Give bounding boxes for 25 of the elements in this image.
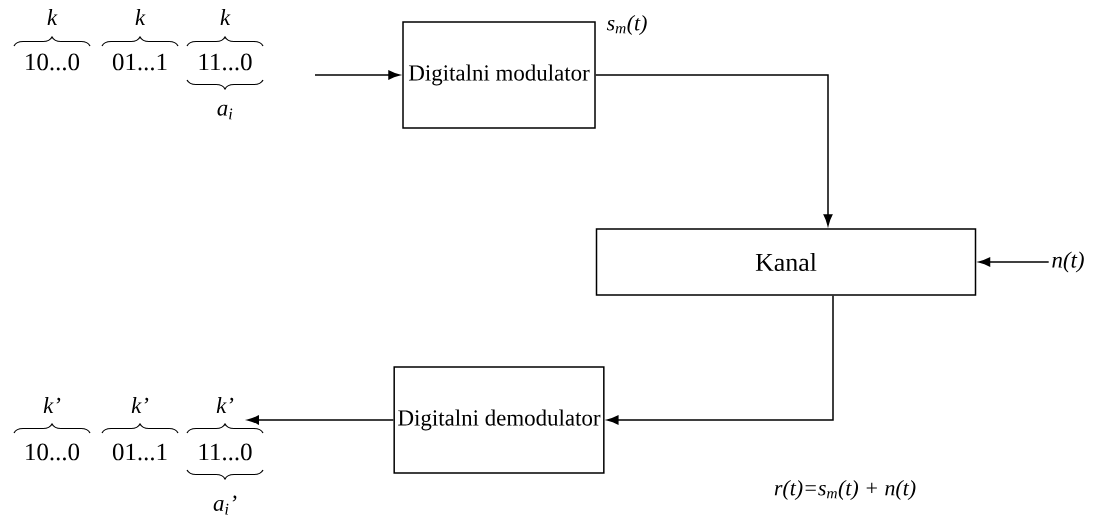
bit-sequence: 11...0 [199, 53, 252, 71]
demodulator-box: Digitalni demodulator [393, 366, 605, 474]
bit-sequence: 01...1 [112, 443, 167, 461]
arrow [978, 257, 1050, 267]
modulator-box: Digitalni modulator [402, 21, 596, 129]
channel-box: Kanal [595, 228, 977, 296]
bit-sequence: 10...0 [26, 53, 80, 71]
bit-sequence: 01...1 [112, 53, 167, 71]
bit-count-label: k’ [131, 397, 149, 413]
bit-count-label: k [47, 9, 58, 25]
bit-sequence: 11...0 [199, 443, 252, 461]
bit-sequence: 10...0 [26, 443, 80, 461]
edge-label: r(t)=s$_{m}$(t) + n(t) [772, 479, 918, 501]
arrow [247, 415, 395, 425]
symbol-label: a$_{i}$ [217, 104, 233, 120]
bit-count-label: k [220, 9, 231, 25]
bit-count-label: k’ [43, 397, 61, 413]
arrow [314, 70, 400, 80]
arrow [595, 74, 833, 226]
bit-count-label: k’ [216, 397, 234, 413]
arrow [607, 295, 834, 425]
bit-count-label: k [135, 9, 146, 25]
edge-label: s$_{m}$(t) [605, 14, 649, 36]
symbol-label: a$_{i}$’ [213, 495, 237, 515]
signal-label: n(t) [1052, 251, 1084, 273]
